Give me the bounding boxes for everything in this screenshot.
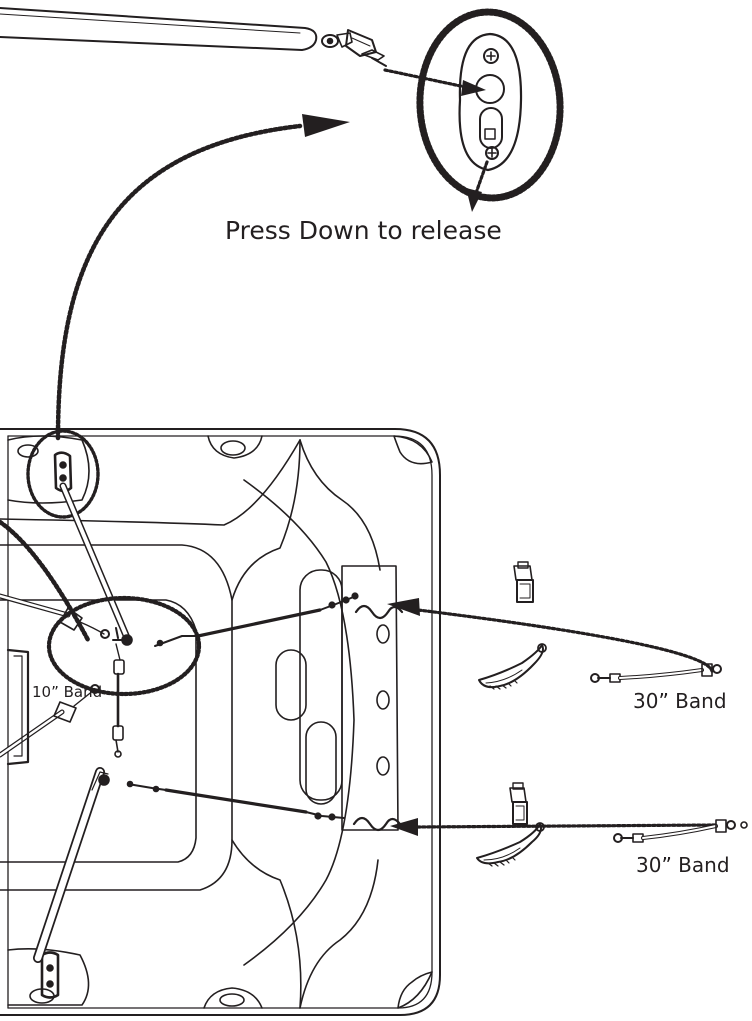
tub-hook-lower [354,818,400,830]
band-10-inch [113,628,124,757]
arrow-press-down [476,162,487,193]
exercise-bar-upper [63,486,132,645]
arrow-left-edge [0,522,88,640]
cord-upper [155,593,358,646]
strap-left-lower [0,685,99,755]
band-30-lower-label: 30” Band [636,853,730,877]
tub-hook-upper [356,606,402,618]
arrow-band-upper [410,609,712,671]
closeup-indicator-center [49,598,199,694]
band-30-upper-label: 30” Band [633,689,727,713]
anchor-top-left [28,431,98,517]
clip-icon-upper [514,562,533,602]
arrow-band-lower [415,825,715,827]
cord-lower [128,782,345,820]
press-down-label: Press Down to release [225,216,502,245]
arrow-curved-to-closeup [58,126,300,438]
exercise-bar-lower [38,772,109,958]
arrow-clip-to-anchor [385,70,470,88]
handle-left-edge [8,650,28,764]
foot-strap-upper [479,644,546,689]
band-10-label: 10” Band [32,683,103,701]
exercise-bar-top [0,8,316,50]
foot-strap-lower [477,823,544,866]
anchor-plate-closeup [415,8,565,201]
bar-clip-icon [322,30,386,66]
anchor-bottom-left [42,953,58,998]
band-30-inch-lower [614,820,747,842]
band-30-inch-upper [591,664,721,682]
clip-icon-lower [510,783,527,824]
